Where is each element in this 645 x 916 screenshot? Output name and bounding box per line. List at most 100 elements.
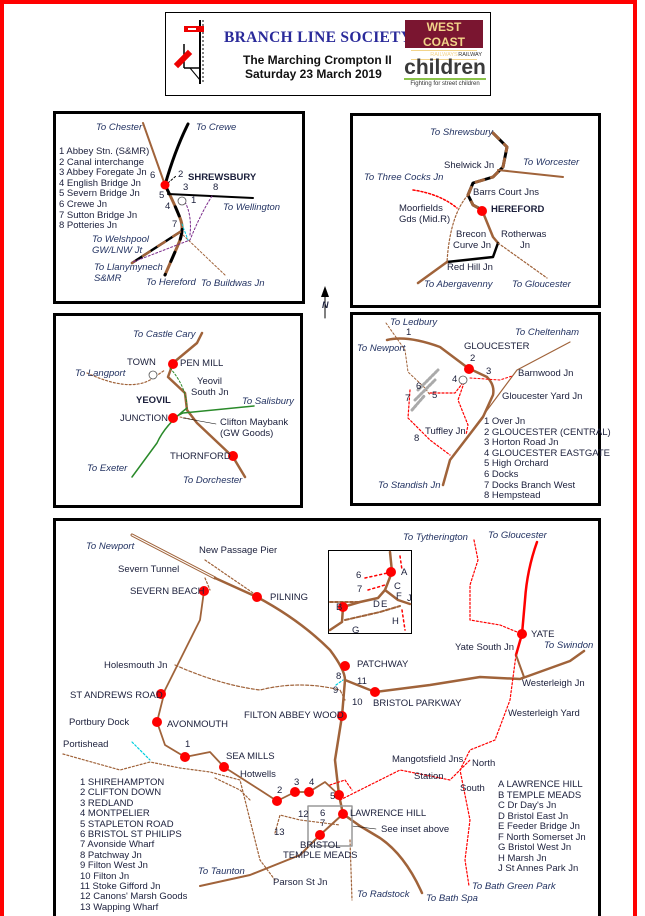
- shrewsbury-legend-item: 3 Abbey Foregate Jn: [59, 167, 147, 178]
- yeovil-map-label: South Jn: [191, 387, 229, 398]
- yeovil-map-label: To Dorchester: [183, 475, 243, 486]
- gloucester-legend-item: 8 Hempstead: [484, 490, 541, 501]
- bristol-map-label: SEVERN BEACH: [130, 586, 205, 597]
- bristol-legend-item: B TEMPLE MEADS: [498, 790, 582, 801]
- bristol-map-label: 2: [277, 785, 283, 796]
- bristol-station-dots: [152, 586, 527, 840]
- bristol-map-label: 9: [333, 685, 339, 696]
- bristol-map-label: 12: [298, 809, 309, 820]
- bristol-map-label: To Tytherington: [403, 532, 468, 543]
- gloucester-map-label: Gloucester Yard Jn: [502, 391, 583, 402]
- bristol-map-label: To Newport: [86, 541, 135, 552]
- bristol-map-label: BRISTOL: [300, 840, 341, 851]
- bristol-map-label: TEMPLE MEADS: [283, 850, 358, 861]
- shrewsbury-map-label: 3: [183, 182, 189, 193]
- railway-children-tagline: Fighting for street children: [410, 81, 480, 87]
- bristol-legend-item: 2 CLIFTON DOWN: [80, 787, 162, 798]
- bristol-map-label: A: [401, 567, 408, 578]
- gloucester-map-label: 7: [405, 393, 411, 404]
- bristol-legend-item: J St Annes Park Jn: [498, 863, 579, 874]
- bristol-map-label: Parson St Jn: [273, 877, 328, 888]
- north-arrow-icon: [321, 286, 329, 319]
- hereford-map-label: Rotherwas: [501, 229, 547, 240]
- bristol-legend-item: 7 Avonside Wharf: [80, 839, 155, 850]
- gloucester-map-label: Tuffley Jn: [425, 426, 466, 437]
- railway-children-logo: RAILWAY children Fighting for street chi…: [404, 52, 486, 92]
- shrewsbury-map-label: 7: [172, 219, 178, 230]
- shrewsbury-map-label: 1: [191, 195, 197, 206]
- yeovil-map-label: PEN MILL: [180, 358, 224, 369]
- shrewsbury-map-label: To Wellington: [223, 202, 281, 213]
- bristol-legend-item: E Feeder Bridge Jn: [498, 821, 580, 832]
- bristol-map-label: FILTON ABBEY WOOD: [244, 710, 344, 721]
- hereford-map-label: To Shrewsbury: [430, 127, 494, 138]
- bristol-map-label: 3: [294, 777, 300, 788]
- gloucester-map-label: 1: [406, 327, 412, 338]
- yeovil-map-label: To Castle Cary: [133, 329, 196, 340]
- bristol-legend-item: 12 Canons' Marsh Goods: [80, 891, 188, 902]
- gloucester-legend-item: 5 High Orchard: [484, 458, 549, 469]
- gloucester-legend-item: 4 GLOUCESTER EASTGATE: [484, 448, 610, 459]
- shrewsbury-map-label: 6: [150, 170, 156, 181]
- bristol-map-label: PILNING: [270, 592, 309, 603]
- bristol-map-label: To Radstock: [357, 889, 410, 900]
- bristol-map-label: New Passage Pier: [199, 545, 278, 556]
- gloucester-map-label: 2: [470, 353, 476, 364]
- bristol-map-label: Yate South Jn: [455, 642, 514, 653]
- hereford-panel: [350, 113, 601, 308]
- hereford-map-label: Jn: [520, 240, 531, 251]
- bristol-legend-item: F North Somerset Jn: [498, 832, 586, 843]
- shrewsbury-panel: [53, 111, 305, 304]
- hereford-lines: [412, 131, 564, 285]
- bristol-legend-item: D Bristol East Jn: [498, 811, 569, 822]
- bristol-map-label: To Bath Spa: [426, 893, 478, 904]
- bristol-legend-item: 10 Filton Jn: [80, 871, 130, 882]
- shrewsbury-legend-item: 4 English Bridge Jn: [59, 178, 141, 189]
- hereford-map-label: To Abergavenny: [424, 279, 493, 290]
- bristol-legend-item: H Marsh Jn: [498, 853, 547, 864]
- tour-date: Saturday 23 March 2019: [245, 67, 382, 81]
- hereford-map-label: Moorfields: [399, 203, 443, 214]
- bristol-map-label: PATCHWAY: [357, 659, 409, 670]
- bristol-map-label: Severn Tunnel: [118, 564, 180, 575]
- shrewsbury-legend-item: 8 Potteries Jn: [59, 220, 118, 231]
- bristol-panel: [53, 518, 601, 916]
- gloucester-map-label: To Ledbury: [390, 317, 438, 328]
- bristol-map-label: D: [373, 599, 380, 610]
- gloucester-lines: [385, 322, 571, 487]
- shrewsbury-legend-item: 7 Sutton Bridge Jn: [59, 210, 138, 221]
- hereford-map-label: To Gloucester: [512, 279, 571, 290]
- bristol-map-label: Westerleigh Yard: [508, 708, 580, 719]
- bristol-map-label: Portishead: [63, 739, 109, 750]
- yeovil-map-label: To Exeter: [87, 463, 128, 474]
- gloucester-map-label: To Standish Jn: [378, 480, 441, 491]
- yeovil-map-label: Yeovil: [197, 376, 223, 387]
- bristol-map-label: B: [336, 602, 343, 613]
- bristol-map-label: Hotwells: [240, 769, 276, 780]
- gloucester-panel: [350, 312, 601, 506]
- west-coast-logo-text: WEST COAST: [423, 20, 465, 49]
- hereford-map-label: Shelwick Jn: [444, 160, 495, 171]
- bristol-map-label: AVONMOUTH: [167, 719, 229, 730]
- shrewsbury-map-label: 8: [213, 182, 219, 193]
- shrewsbury-map-label: S&MR: [94, 273, 122, 284]
- bristol-map-label: YATE: [531, 629, 555, 640]
- bristol-map-label: 1: [185, 739, 191, 750]
- tour-name: The Marching Crompton II: [243, 53, 392, 67]
- bristol-map-label: 6: [356, 570, 362, 581]
- shrewsbury-map-label: SHREWSBURY: [188, 172, 257, 183]
- shrewsbury-lines: [130, 122, 254, 277]
- hereford-map-label: Brecon: [456, 229, 487, 240]
- yeovil-map-label: THORNFORD: [170, 451, 231, 462]
- bristol-map-label: North: [472, 758, 496, 769]
- gloucester-map-label: Barnwood Jn: [518, 368, 574, 379]
- bristol-map-label: 10: [352, 697, 363, 708]
- bristol-map-label: South: [460, 783, 485, 794]
- shrewsbury-map-label: 4: [165, 201, 171, 212]
- yeovil-map-label: Clifton Maybank: [220, 417, 289, 428]
- hereford-map-label: HEREFORD: [491, 204, 545, 215]
- gloucester-map-label: 8: [414, 433, 420, 444]
